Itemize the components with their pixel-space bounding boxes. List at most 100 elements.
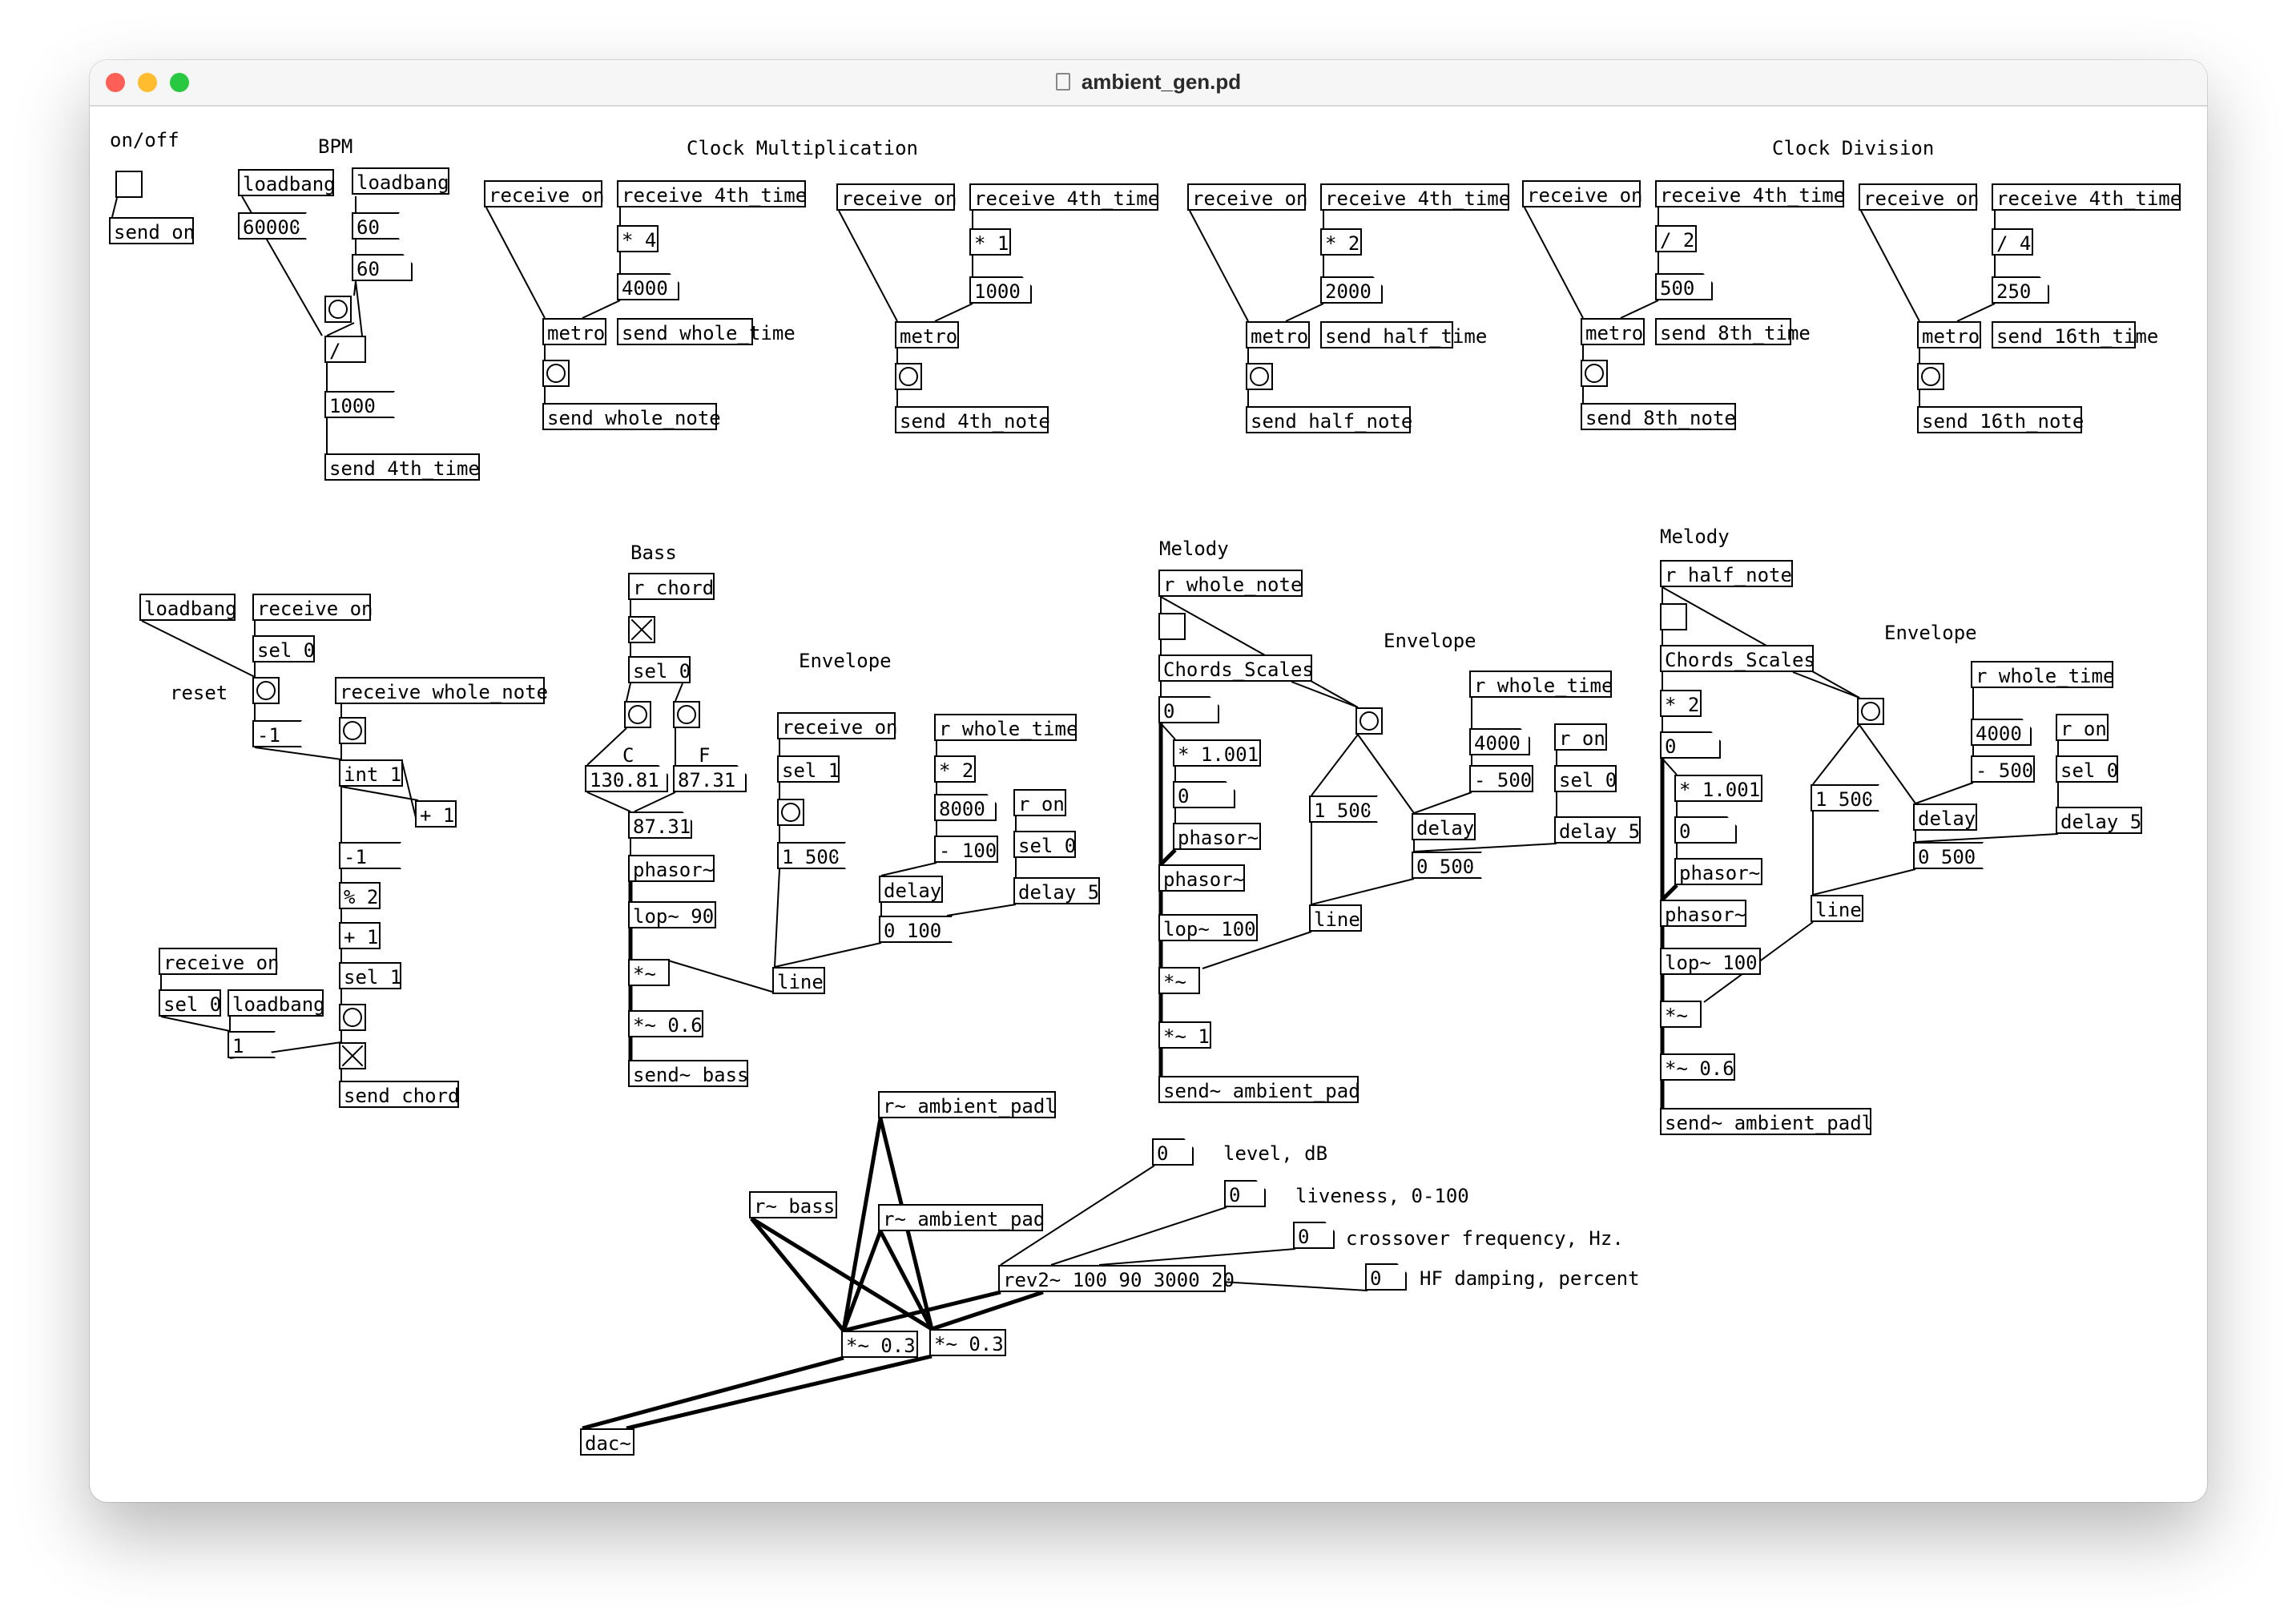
number-box-crossover[interactable]: 0: [1293, 1222, 1335, 1249]
receive-on-object-6[interactable]: receive on: [252, 594, 373, 621]
minus-500-object-m1[interactable]: - 500: [1469, 765, 1533, 792]
receive-on-object[interactable]: receive on: [484, 180, 605, 207]
number-box-melody-1[interactable]: 0: [1158, 696, 1219, 723]
number-box-4000-m1[interactable]: 4000: [1469, 728, 1530, 755]
bang-4th[interactable]: [895, 363, 922, 390]
bang-env[interactable]: [777, 799, 804, 826]
send-chord-object[interactable]: send chord: [339, 1081, 460, 1108]
sel-0-object-m2[interactable]: sel 0: [2056, 755, 2118, 783]
bang-8th[interactable]: [1581, 360, 1608, 387]
receive-on-object-7[interactable]: receive on: [159, 948, 280, 975]
bang-c[interactable]: [624, 701, 651, 728]
receive-4th-time-object-5[interactable]: receive 4th_time: [1992, 183, 2181, 211]
send-16th-note-object[interactable]: send 16th_note: [1917, 406, 2084, 433]
r-whole-time-object-m1[interactable]: r whole_time: [1469, 671, 1613, 698]
send-half-time-object[interactable]: send half_time: [1320, 321, 1487, 348]
sel-0-object-2[interactable]: sel 0: [159, 989, 221, 1017]
send-bass-object[interactable]: send~ bass: [628, 1060, 749, 1087]
send-on-object[interactable]: send on: [109, 217, 195, 244]
message-0-100[interactable]: 0 100: [879, 916, 953, 943]
bang-whole[interactable]: [542, 360, 570, 387]
r-whole-time-object-m2[interactable]: r whole_time: [1971, 661, 2114, 688]
receive-on-object-3[interactable]: receive on: [1187, 183, 1308, 211]
delay-object[interactable]: delay: [879, 876, 943, 903]
receive-on-object-8[interactable]: receive on: [777, 712, 898, 739]
loadbang-object-4[interactable]: loadbang: [228, 989, 325, 1017]
r-whole-note-object[interactable]: r whole_note: [1158, 570, 1303, 597]
delay-object-m1[interactable]: delay: [1412, 813, 1476, 840]
line-object-m2[interactable]: line: [1811, 895, 1863, 922]
message-1000[interactable]: 1000: [324, 391, 395, 418]
number-box-melody-4[interactable]: 0: [1674, 816, 1737, 844]
dac-object[interactable]: dac~: [580, 1428, 634, 1456]
mult-sig-object-bass[interactable]: *~: [628, 959, 670, 986]
receive-on-object-4[interactable]: receive on: [1522, 180, 1643, 207]
send-half-note-object[interactable]: send half_note: [1246, 406, 1412, 433]
sel-0-object-env[interactable]: sel 0: [1013, 831, 1076, 858]
mod-2-object[interactable]: % 2: [339, 882, 381, 909]
sel-1-object[interactable]: sel 1: [339, 962, 401, 989]
number-box-8000[interactable]: 8000: [934, 794, 997, 821]
mult-1-object-melody[interactable]: *~ 1: [1158, 1021, 1211, 1049]
send-4th-time-object[interactable]: send 4th_time: [324, 453, 480, 481]
sel-0-object-m1[interactable]: sel 0: [1554, 765, 1617, 792]
r-on-object-m2[interactable]: r on: [2056, 714, 2109, 741]
minimize-button[interactable]: [138, 73, 157, 92]
number-box-f-freq[interactable]: 87.31: [673, 765, 747, 792]
r-ambient-padl-object[interactable]: r~ ambient_padl: [878, 1091, 1057, 1118]
metro-object[interactable]: metro: [542, 318, 606, 345]
number-box-melody-3[interactable]: 0: [1660, 731, 1721, 759]
bang-melody-2-env[interactable]: [1857, 698, 1884, 725]
send-16th-time-object[interactable]: send 16th_time: [1992, 321, 2158, 348]
sel-0-object-bass[interactable]: sel 0: [628, 656, 691, 683]
r-whole-time-object[interactable]: r whole_time: [934, 714, 1078, 741]
divide-2-object[interactable]: / 2: [1655, 225, 1697, 252]
plus-1-object-2[interactable]: + 1: [339, 922, 381, 949]
delay-5-object-m1[interactable]: delay 5: [1554, 816, 1641, 844]
bang-reset[interactable]: [252, 677, 280, 704]
mult-06-object-m2[interactable]: *~ 0.6: [1660, 1053, 1735, 1081]
send-whole-note-object[interactable]: send whole_note: [542, 403, 721, 430]
multiply-2-object[interactable]: * 2: [1320, 228, 1362, 256]
bass-toggle[interactable]: [628, 616, 655, 643]
message-0-500-m2[interactable]: 0 500: [1913, 842, 1984, 869]
chords-scales-object[interactable]: Chords_Scales: [1158, 654, 1314, 682]
send-ambient-pad-object[interactable]: send~ ambient_pad: [1158, 1076, 1360, 1103]
message-1-500[interactable]: 1 500: [777, 842, 846, 869]
on-off-toggle[interactable]: [115, 171, 143, 198]
phasor-object-melody[interactable]: phasor~: [1173, 823, 1261, 850]
metro-object-2[interactable]: metro: [895, 321, 959, 348]
message-60000[interactable]: 60000: [238, 212, 307, 240]
melody-toggle[interactable]: [1158, 613, 1186, 640]
metro-object-4[interactable]: metro: [1581, 318, 1645, 345]
number-box-1000[interactable]: 1000: [969, 276, 1032, 304]
receive-4th-time-object[interactable]: receive 4th_time: [617, 180, 807, 207]
phasor-object-bass[interactable]: phasor~: [628, 855, 715, 882]
close-button[interactable]: [106, 73, 125, 92]
minus-500-object-m2[interactable]: - 500: [1971, 755, 2035, 783]
multiply-2-object-env[interactable]: * 2: [934, 755, 976, 783]
line-object-bass[interactable]: line: [772, 967, 825, 994]
delay-5-object[interactable]: delay 5: [1013, 877, 1100, 904]
delay-5-object-m2[interactable]: delay 5: [2056, 807, 2142, 834]
bang-melody-env[interactable]: [1355, 707, 1383, 735]
divide-object[interactable]: /: [324, 336, 366, 363]
receive-whole-note-object[interactable]: receive whole_note: [335, 677, 548, 704]
number-box-4000-m2[interactable]: 4000: [1971, 719, 2032, 746]
loadbang-object-3[interactable]: loadbang: [139, 594, 237, 621]
bang-whole-note[interactable]: [339, 717, 366, 744]
r-on-object[interactable]: r on: [1013, 789, 1066, 816]
bang-chord[interactable]: [339, 1004, 366, 1031]
mult-1001-object-2[interactable]: * 1.001: [1674, 775, 1762, 802]
send-4th-note-object[interactable]: send 4th_note: [895, 406, 1050, 433]
number-box-melody-2[interactable]: 0: [1173, 781, 1235, 808]
receive-on-object-5[interactable]: receive on: [1859, 183, 1980, 211]
mult-1001-object[interactable]: * 1.001: [1173, 739, 1261, 767]
number-box-500[interactable]: 500: [1655, 273, 1713, 300]
r-ambient-pad-object[interactable]: r~ ambient_pad: [878, 1204, 1045, 1231]
bang-f[interactable]: [673, 701, 700, 728]
bang-bpm[interactable]: [324, 296, 352, 323]
loadbang-object[interactable]: loadbang: [238, 169, 336, 196]
r-bass-object[interactable]: r~ bass: [749, 1191, 837, 1218]
receive-4th-time-object-4[interactable]: receive 4th_time: [1655, 180, 1845, 207]
